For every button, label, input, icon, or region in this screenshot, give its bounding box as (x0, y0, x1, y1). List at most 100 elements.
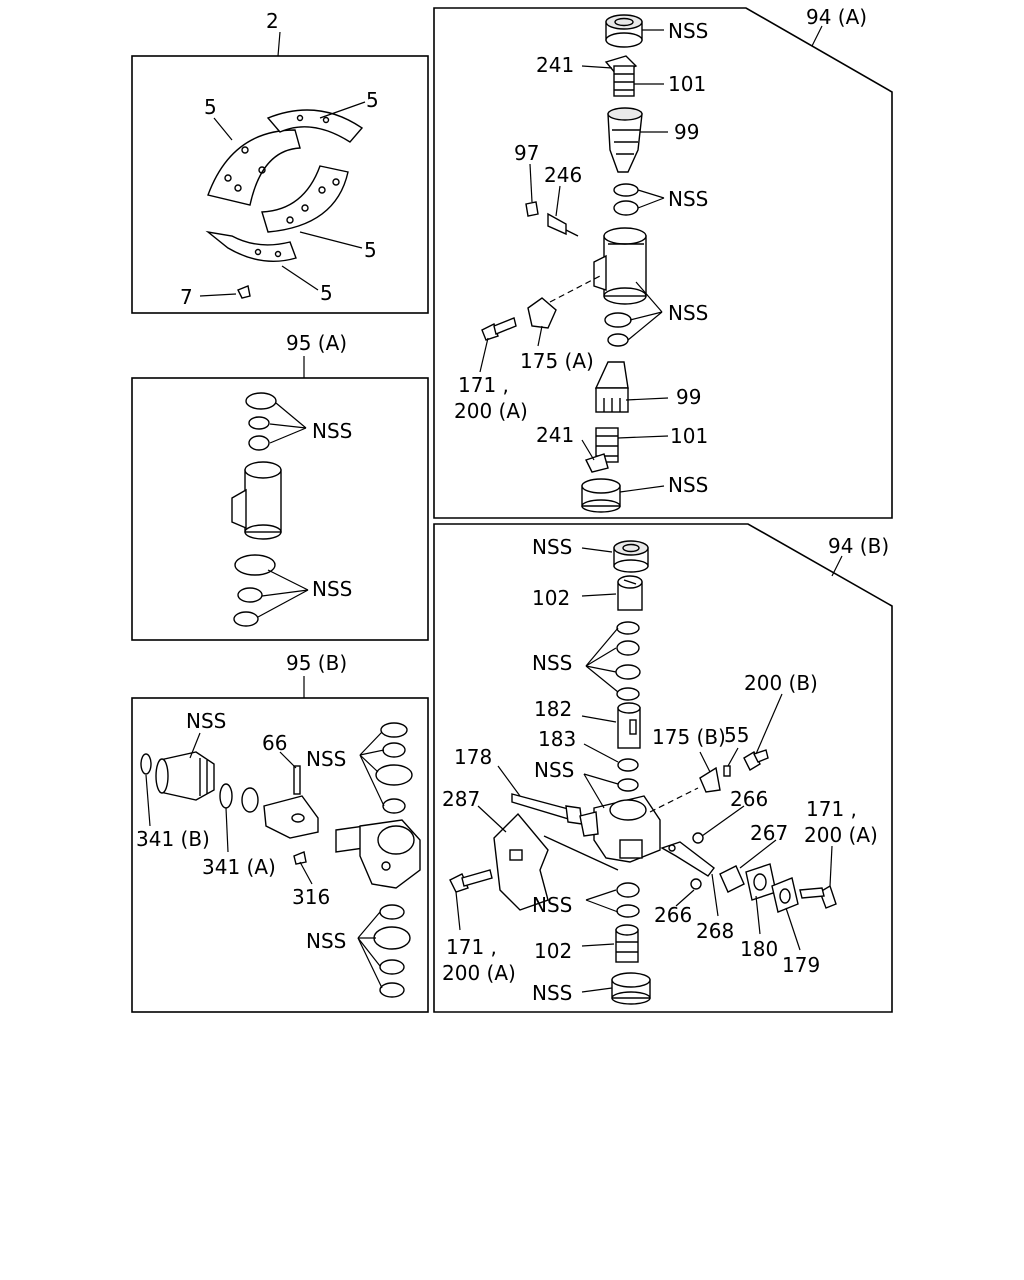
seal-upper-1 (380, 722, 408, 738)
label-nut-316: 316 (292, 885, 330, 909)
label-94b-nss-top: NSS (532, 535, 572, 559)
nut-ring (241, 787, 259, 813)
bearing-top (613, 540, 649, 573)
seal-ring-3 (248, 435, 270, 451)
ring-nss-mid (617, 778, 639, 792)
panel-brake-shoes: 2 5 5 5 5 7 (131, 9, 429, 314)
panel-94b: 94 (B) (433, 523, 893, 1013)
brake-shoe-bottom (205, 230, 297, 263)
lever-268 (660, 841, 715, 877)
label-94a-101-top: 101 (668, 72, 706, 96)
wheel-cylinder-housing (593, 227, 647, 305)
chamber-housing (579, 795, 661, 863)
panel-title-95b: 95 (B) (286, 651, 347, 675)
label-shoe-5d: 5 (320, 281, 333, 305)
label-94a-246: 246 (544, 163, 582, 187)
label-94a-97: 97 (514, 141, 539, 165)
label-94b-182: 182 (534, 697, 572, 721)
spring-clip-241-bottom (585, 453, 609, 473)
wedge-99-bottom (594, 361, 629, 413)
nut-266-upper (692, 832, 704, 844)
seal-4 (616, 687, 640, 701)
clevis (263, 795, 319, 839)
bolt-171-200a (481, 317, 517, 341)
label-94b-178: 178 (454, 745, 492, 769)
bearing-bottom (581, 478, 621, 513)
brake-shoe-lower-right (261, 165, 349, 233)
label-nss-95a-upper: NSS (312, 419, 352, 443)
assembly-line-b (543, 835, 619, 871)
washer-55 (723, 765, 731, 777)
seal-3 (615, 664, 641, 680)
seal-ring-4 (234, 554, 276, 576)
label-94b-nss-seals: NSS (532, 651, 572, 675)
label-94a-nss-upper: NSS (668, 187, 708, 211)
bearing-top (605, 14, 643, 48)
label-94b-102-bottom: 102 (534, 939, 572, 963)
label-94b-267: 267 (750, 821, 788, 845)
cap-267 (719, 865, 745, 893)
seal-ring-1 (245, 392, 277, 410)
panel-title-2: 2 (266, 9, 279, 33)
label-341b: 341 (B) (136, 827, 210, 851)
bolt-171-200a-right (799, 884, 837, 909)
label-94a-200a: 200 (A) (454, 399, 528, 423)
bolt-171-200a-left (449, 869, 493, 893)
label-94b-171-left: 171 , (446, 935, 497, 959)
panel-title-94a: 94 (A) (806, 5, 867, 29)
label-94b-179: 179 (782, 953, 820, 977)
label-rivet-7: 7 (180, 285, 193, 309)
bracket-175b (699, 766, 721, 793)
label-94b-266-upper: 266 (730, 787, 768, 811)
label-94b-183: 183 (538, 727, 576, 751)
seal-lower-4 (379, 982, 405, 998)
gasket-180 (745, 863, 777, 901)
label-94b-268: 268 (696, 919, 734, 943)
label-94b-102-top: 102 (532, 586, 570, 610)
brake-shoe-upper-right (266, 109, 364, 143)
panel-95b: 95 (B) (131, 651, 429, 1013)
dust-boot (155, 751, 215, 801)
label-94b-175b: 175 (B) (652, 725, 726, 749)
bearing-bottom (611, 972, 651, 1005)
cap-97 (525, 201, 539, 217)
label-shoe-5c: 5 (364, 238, 377, 262)
label-94a-nss-lower: NSS (668, 301, 708, 325)
dashed-assembly-line (549, 275, 601, 303)
label-341a: 341 (A) (202, 855, 276, 879)
piston-102-top (617, 575, 643, 611)
label-94a-nss-top: NSS (668, 19, 708, 43)
ring-upper-2 (613, 200, 639, 216)
ring-lower-1 (604, 312, 632, 328)
seal-2 (616, 640, 640, 656)
label-nss-95a-lower: NSS (312, 577, 352, 601)
label-nss-95b-upper: NSS (306, 747, 346, 771)
label-94b-287: 287 (442, 787, 480, 811)
ring-lower-2 (616, 904, 640, 918)
label-94b-55: 55 (724, 723, 749, 747)
label-94b-200a-left: 200 (A) (442, 961, 516, 985)
dashed-line-a (649, 787, 699, 813)
seal-ring-6 (233, 611, 259, 627)
ring-lower-1 (616, 882, 640, 898)
label-94b-nss-bottom: NSS (532, 981, 572, 1005)
label-94a-99-top: 99 (674, 120, 699, 144)
sleeve-182 (617, 702, 641, 749)
plunger-101-bottom (595, 427, 619, 463)
nut-316 (293, 851, 307, 865)
piston-102-bottom (615, 924, 639, 963)
label-94b-200b: 200 (B) (744, 671, 818, 695)
seal-ring-5 (237, 587, 263, 603)
cylinder-housing (231, 461, 282, 540)
label-shoe-5b: 5 (366, 88, 379, 112)
label-94b-nss-lower: NSS (532, 893, 572, 917)
panel-title-95a: 95 (A) (286, 331, 347, 355)
nut-266-lower (690, 878, 702, 890)
label-94a-99-bottom: 99 (676, 385, 701, 409)
label-pin-66: 66 (262, 731, 287, 755)
label-94b-nss-mid: NSS (534, 758, 574, 782)
ring-lower-2 (607, 333, 629, 347)
label-nss-95b-lower: NSS (306, 929, 346, 953)
panel-94a: 94 (A) (433, 5, 893, 519)
